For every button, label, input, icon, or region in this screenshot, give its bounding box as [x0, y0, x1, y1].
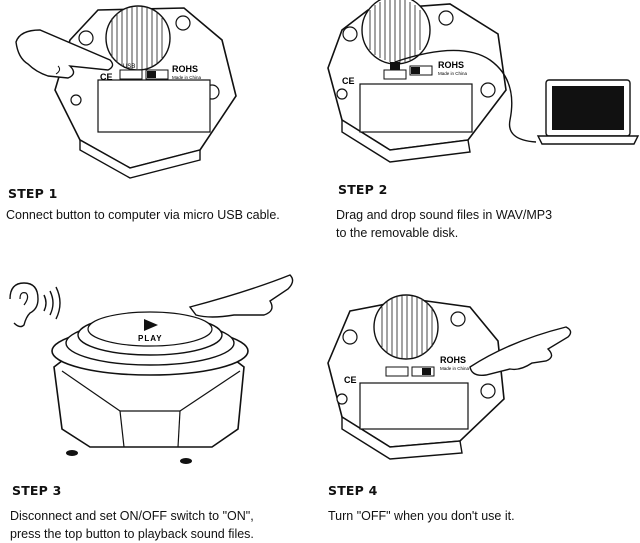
step-2-panel: CE ROHS Made in China STEP 2 Drag and dr…: [320, 0, 640, 271]
pointing-hand-icon: [15, 29, 114, 79]
usb-label: USB: [123, 64, 135, 70]
svg-text:ROHS: ROHS: [438, 60, 464, 70]
step-1-description: Connect button to computer via micro USB…: [6, 208, 280, 222]
svg-text:Made in China: Made in China: [438, 71, 468, 76]
pointing-hand-icon: [188, 274, 294, 318]
step-2-description: Drag and drop sound files in WAV/MP3 to …: [336, 208, 553, 240]
step-4-panel: CE ROHS Made in China STEP 4 Turn "OFF" …: [320, 271, 640, 542]
device-bottom-illustration: CE USB ROHS Made in China: [15, 5, 237, 179]
ear-sound-icon: [9, 282, 61, 328]
rohs-label: ROHS: [172, 64, 198, 74]
device-switch-illustration: CE ROHS Made in China: [327, 294, 572, 460]
step-1-title: STEP 1: [8, 186, 58, 201]
svg-text:ROHS: ROHS: [440, 355, 466, 365]
play-triangle-icon: [144, 319, 158, 331]
svg-text:CE: CE: [342, 76, 355, 86]
step-3-title: STEP 3: [12, 483, 62, 498]
ce-mark: CE: [100, 72, 113, 82]
step-3-panel: PLAY STEP 3 Disconnect and set ON/OFF sw…: [0, 271, 320, 542]
step-1-panel: CE USB ROHS Made in China STEP 1 Connect…: [0, 0, 320, 271]
laptop-icon: [536, 79, 640, 145]
svg-text:CE: CE: [344, 375, 357, 385]
step-3-description: Disconnect and set ON/OFF switch to "ON"…: [10, 509, 254, 541]
step-4-title: STEP 4: [328, 483, 378, 498]
play-label: PLAY: [138, 334, 163, 343]
device-usb-laptop-illustration: CE ROHS Made in China: [327, 0, 640, 163]
made-in-label: Made in China: [172, 75, 202, 80]
pointing-hand-icon: [469, 326, 572, 377]
svg-text:Made in China: Made in China: [440, 366, 470, 371]
step-2-title: STEP 2: [338, 182, 388, 197]
step-4-description: Turn "OFF" when you don't use it.: [328, 509, 515, 523]
device-top-illustration: PLAY: [9, 274, 294, 464]
